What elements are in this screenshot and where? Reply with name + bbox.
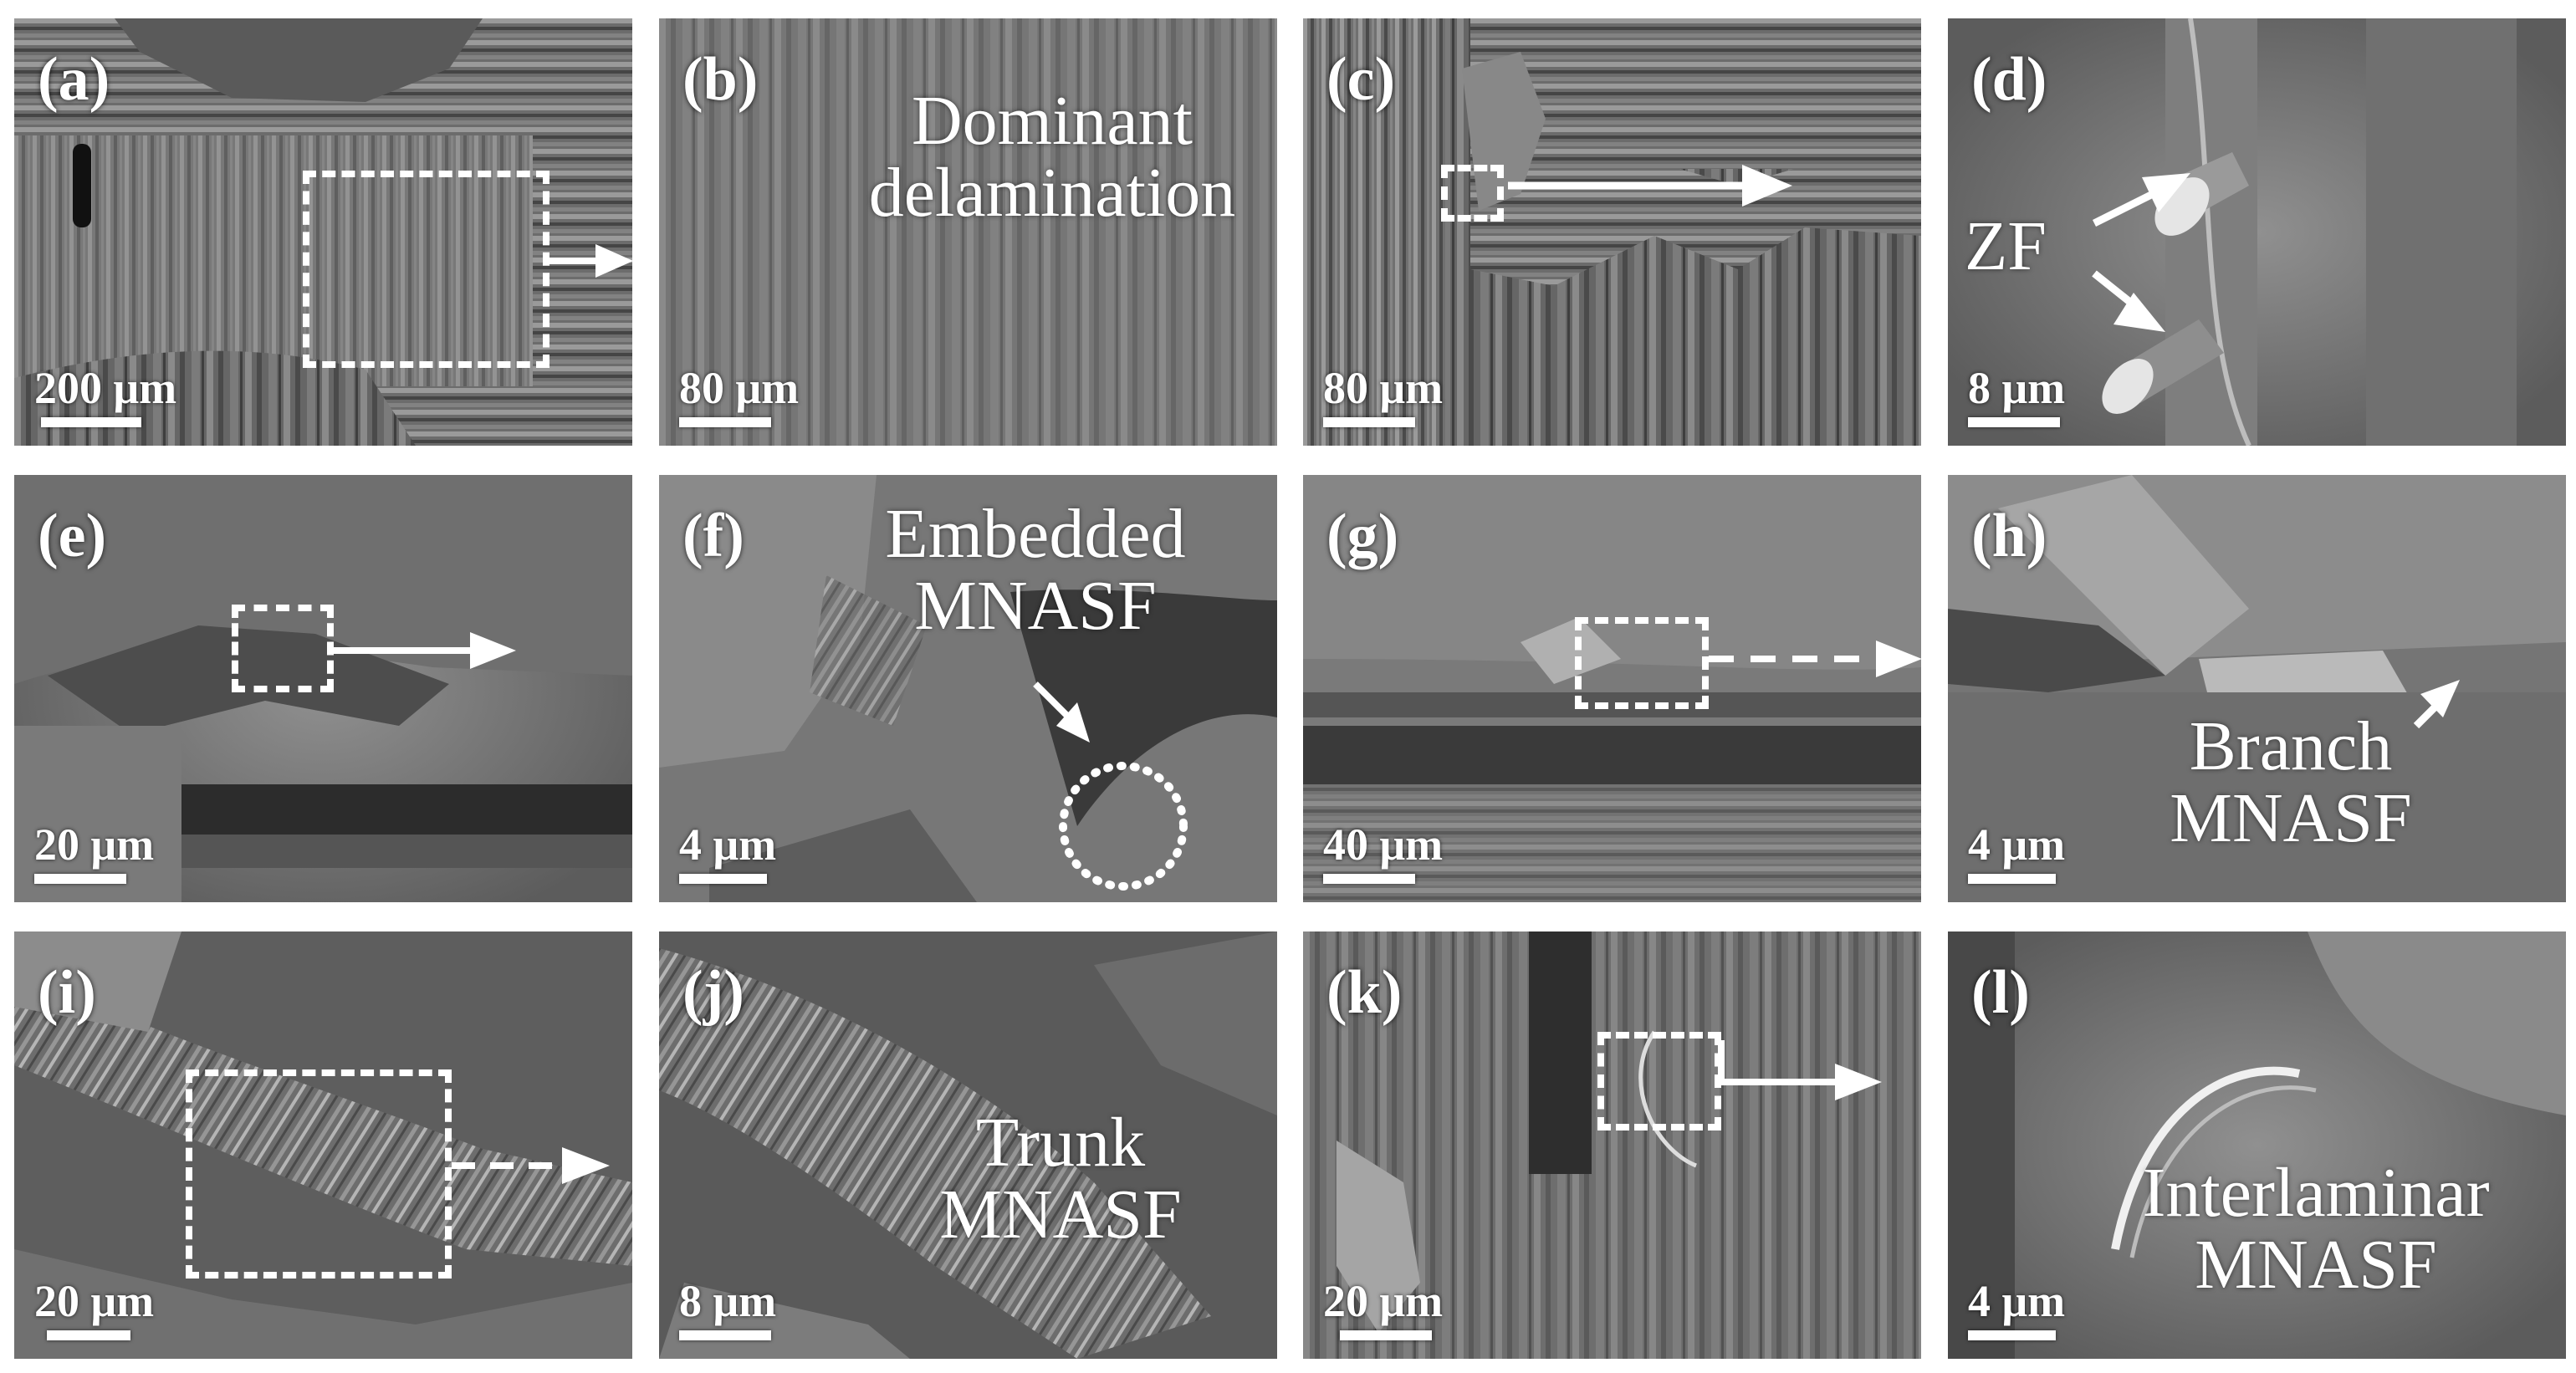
scale-bar-label: 80 μm — [1323, 363, 1444, 413]
scale-bar-line — [1968, 874, 2056, 884]
annotation-line: MNASF — [2170, 778, 2412, 857]
scale-bar: 40 μm — [1323, 822, 1443, 884]
sem-image-a — [14, 18, 632, 446]
panel-g: (g) 40 μm — [1303, 475, 1921, 902]
panel-label: (j) — [682, 958, 744, 1027]
panel-f: (f) Embedded MNASF 4 μm — [659, 475, 1277, 902]
scale-bar-line — [47, 1330, 130, 1340]
scale-bar-label: 20 μm — [1323, 1276, 1444, 1326]
panel-label: (h) — [1971, 502, 2047, 570]
panel-label: (d) — [1971, 45, 2047, 114]
scale-bar: 200 μm — [34, 365, 176, 427]
panel-label: (i) — [38, 958, 96, 1027]
sem-image-g — [1303, 475, 1921, 902]
panel-label: (e) — [38, 502, 107, 570]
panel-label: (f) — [682, 502, 744, 570]
panel-c: (c) 80 μm — [1303, 18, 1921, 446]
annotation-line: Dominant — [912, 82, 1193, 160]
annotation-line: MNASF — [939, 1175, 1182, 1253]
annotation-line: Interlaminar — [2142, 1154, 2490, 1232]
annotation-line: Branch — [2189, 707, 2393, 785]
annotation-dominant-delamination: Dominant delamination — [843, 85, 1261, 228]
sem-image-c — [1303, 18, 1921, 446]
sem-image-e — [14, 475, 632, 902]
scale-bar-label: 8 μm — [1968, 363, 2066, 413]
scale-bar-label: 20 μm — [34, 819, 155, 870]
sem-image-i — [14, 931, 632, 1359]
scale-bar: 8 μm — [679, 1279, 776, 1340]
panel-b: (b) Dominant delamination 80 μm — [659, 18, 1277, 446]
scale-bar-label: 4 μm — [1968, 1276, 2066, 1326]
scale-bar-line — [679, 417, 771, 427]
annotation-line: delamination — [868, 153, 1236, 232]
panel-label: (a) — [38, 45, 110, 114]
scale-bar: 20 μm — [34, 822, 154, 884]
panel-label: (k) — [1326, 958, 1403, 1027]
panel-label: (g) — [1326, 502, 1399, 570]
scale-bar-line — [34, 874, 126, 884]
sem-image-l — [1948, 931, 2566, 1359]
panel-label: (c) — [1326, 45, 1396, 114]
annotation-branch-mnasf: Branch MNASF — [2132, 711, 2450, 854]
panel-d: (d) ZF 8 μm — [1948, 18, 2566, 446]
sem-image-k — [1303, 931, 1921, 1359]
scale-bar-label: 80 μm — [679, 363, 800, 413]
annotation-line: Embedded — [885, 495, 1186, 573]
scale-bar: 20 μm — [1323, 1279, 1443, 1340]
panel-a: (a) 200 μm — [14, 18, 632, 446]
panel-h: (h) Branch MNASF 4 μm — [1948, 475, 2566, 902]
annotation-embedded-mnasf: Embedded MNASF — [826, 498, 1245, 641]
scale-bar-label: 8 μm — [679, 1276, 777, 1326]
panel-label: (l) — [1971, 958, 2030, 1027]
scale-bar-label: 4 μm — [1968, 819, 2066, 870]
scale-bar-line — [1323, 874, 1415, 884]
annotation-zf: ZF — [1965, 207, 2047, 285]
sem-image-d — [1948, 18, 2566, 446]
scale-bar: 4 μm — [1968, 822, 2065, 884]
annotation-interlaminar-mnasf: Interlaminar MNASF — [2082, 1157, 2550, 1300]
scale-bar-line — [1323, 417, 1415, 427]
scale-bar-label: 40 μm — [1323, 819, 1444, 870]
sem-image-h — [1948, 475, 2566, 902]
scale-bar: 4 μm — [1968, 1279, 2065, 1340]
panel-i: (i) 20 μm — [14, 931, 632, 1359]
annotation-line: MNASF — [914, 566, 1157, 645]
annotation-line: MNASF — [2195, 1225, 2437, 1304]
scale-bar-line — [41, 417, 141, 427]
scale-bar-line — [679, 1330, 771, 1340]
scale-bar-line — [1968, 1330, 2056, 1340]
scale-bar-label: 20 μm — [34, 1276, 155, 1326]
panel-l: (l) Interlaminar MNASF 4 μm — [1948, 931, 2566, 1359]
annotation-line: Trunk — [975, 1104, 1146, 1182]
scale-bar: 8 μm — [1968, 365, 2065, 427]
scale-bar: 4 μm — [679, 822, 776, 884]
scale-bar-line — [1340, 1330, 1432, 1340]
panel-j: (j) Trunk MNASF 8 μm — [659, 931, 1277, 1359]
panel-k: (k) 20 μm — [1303, 931, 1921, 1359]
annotation-trunk-mnasf: Trunk MNASF — [893, 1107, 1228, 1250]
scale-bar: 80 μm — [1323, 365, 1443, 427]
scale-bar-line — [679, 874, 767, 884]
sem-image-b — [659, 18, 1277, 446]
scale-bar: 80 μm — [679, 365, 799, 427]
scale-bar-line — [1968, 417, 2060, 427]
panel-e: (e) 20 μm — [14, 475, 632, 902]
sem-image-j — [659, 931, 1277, 1359]
scale-bar-label: 200 μm — [34, 363, 177, 413]
scale-bar: 20 μm — [34, 1279, 154, 1340]
panel-label: (b) — [682, 45, 759, 114]
scale-bar-label: 4 μm — [679, 819, 777, 870]
